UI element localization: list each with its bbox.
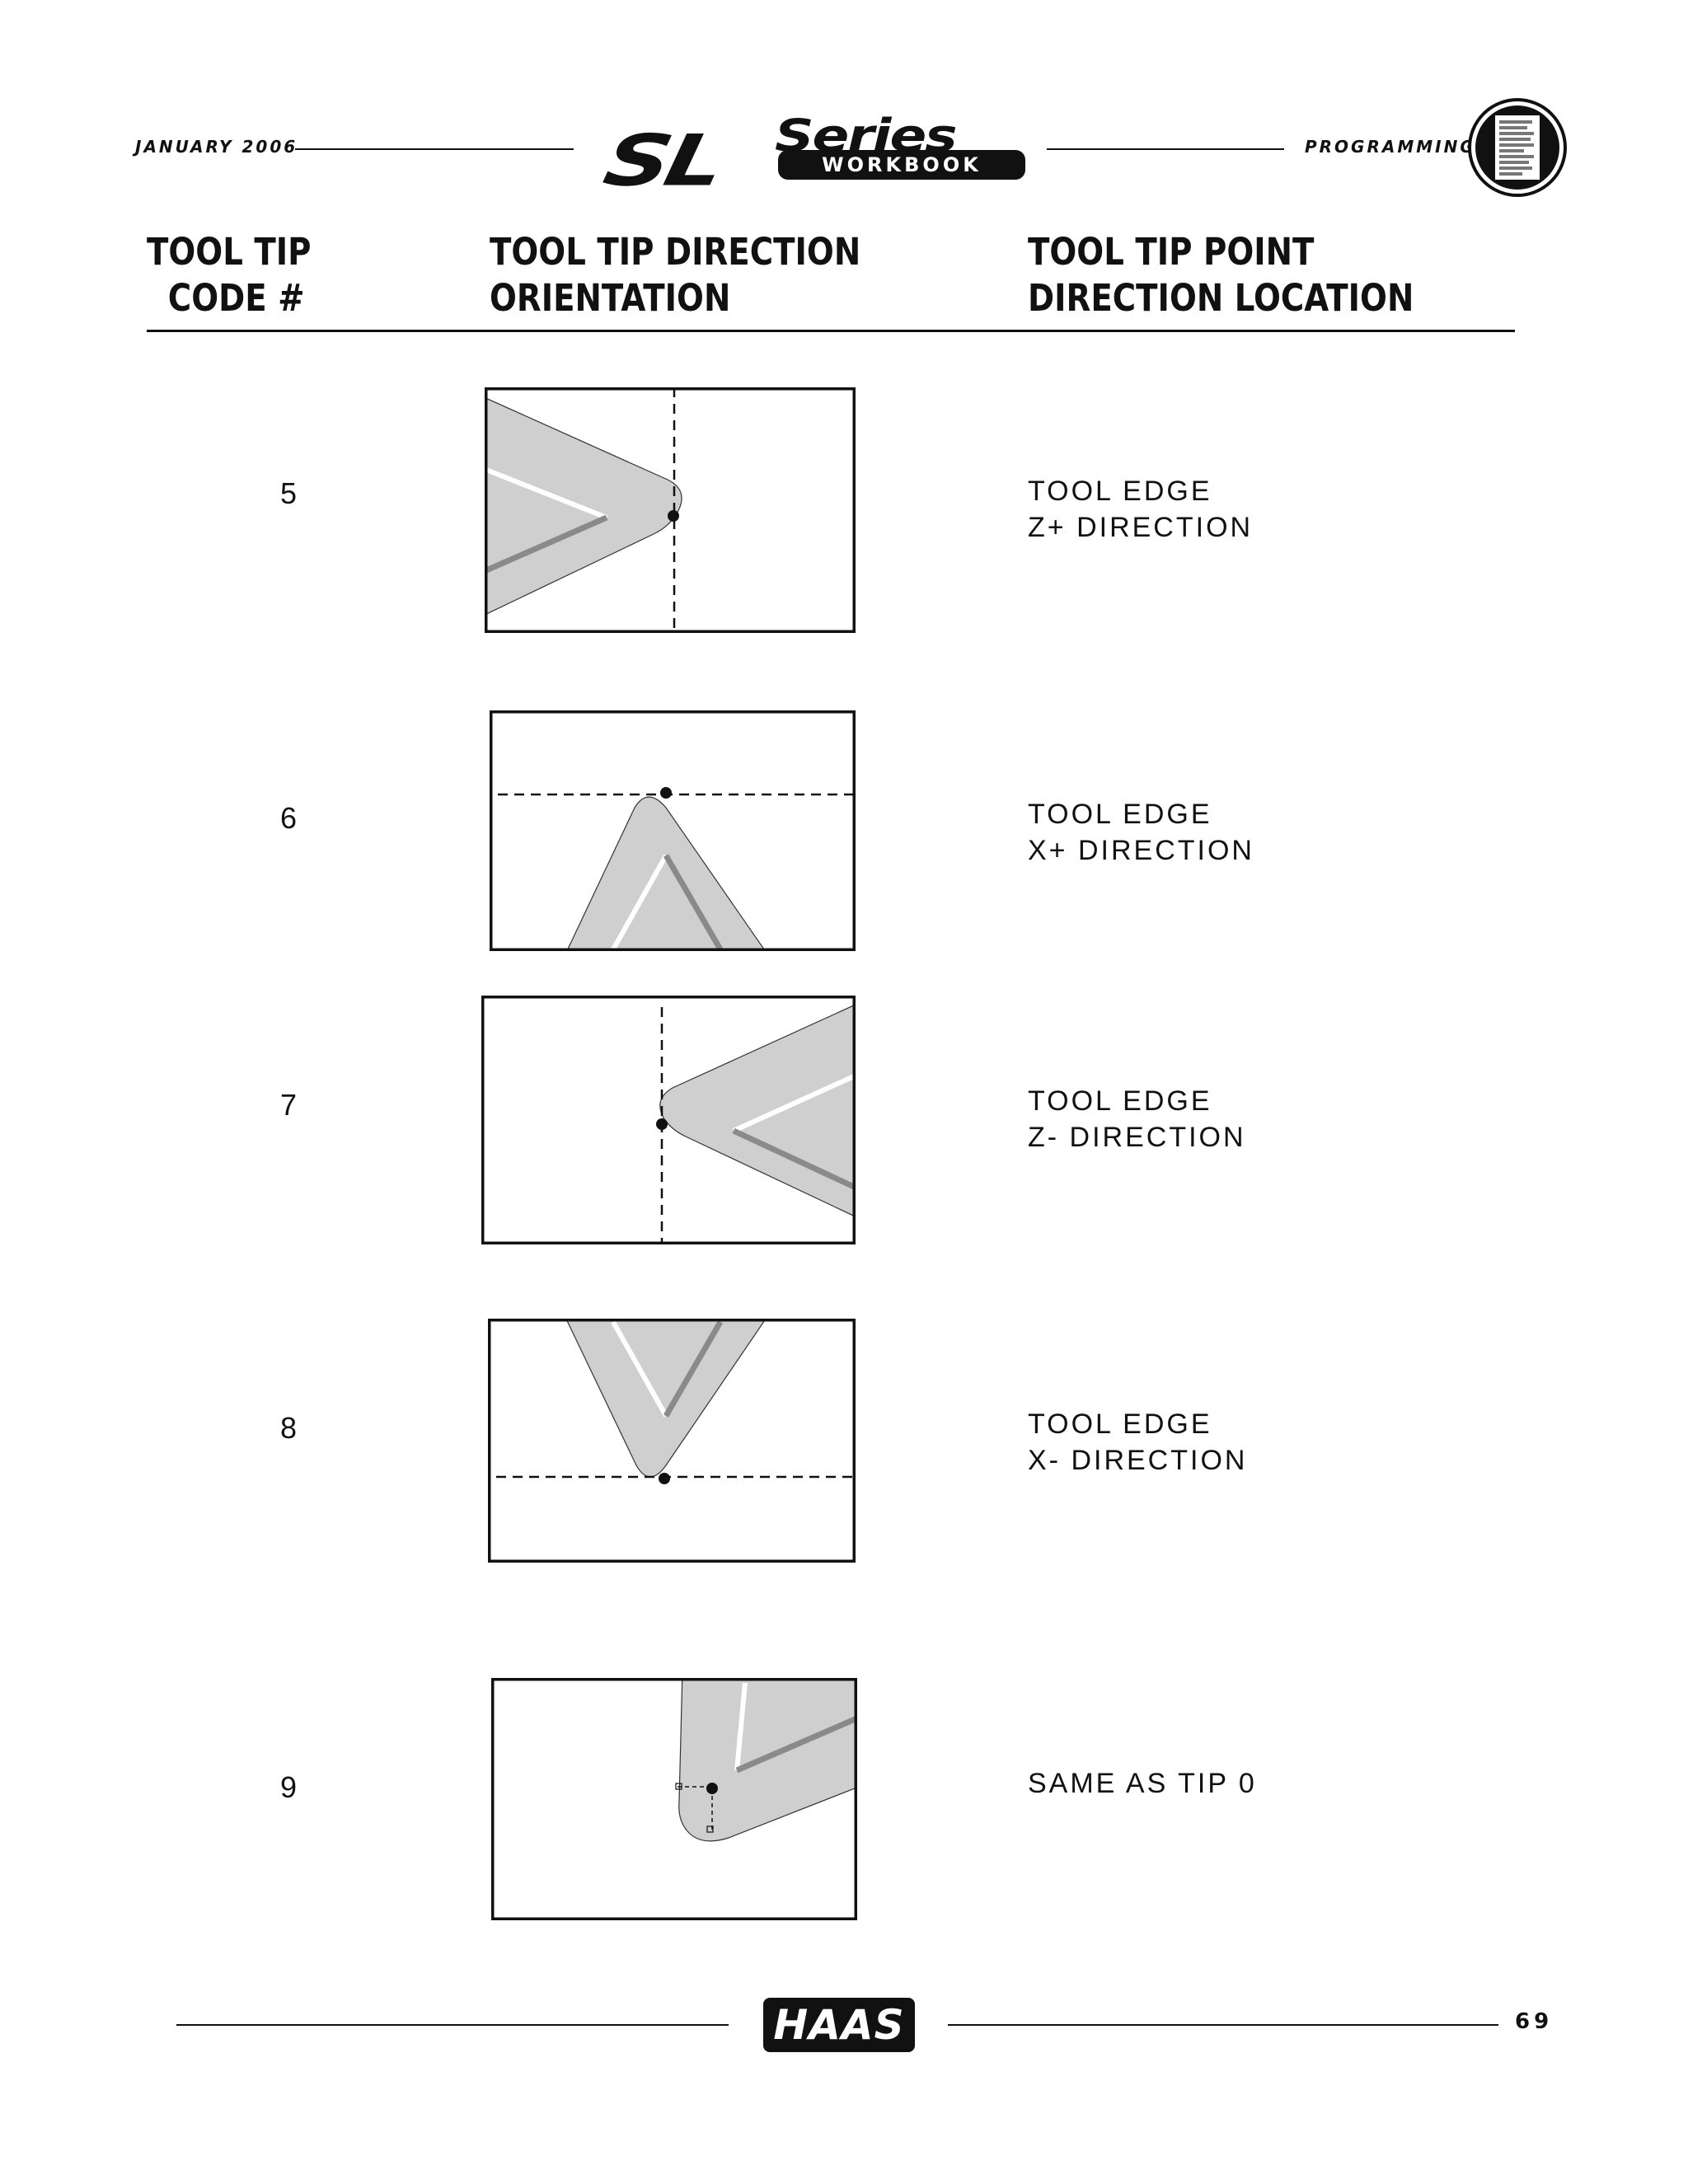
row-9-description: SAME AS TIP 0 xyxy=(1028,1765,1257,1802)
row-5-tool-tip-diagram xyxy=(485,387,856,633)
row-8-desc-line2: X- DIRECTION xyxy=(1028,1445,1248,1476)
row-8-tool-tip-diagram xyxy=(488,1319,856,1563)
page-number: 69 xyxy=(1515,2009,1554,2034)
header-date: JANUARY 2006 xyxy=(135,137,298,157)
row-7-code: 7 xyxy=(280,1088,298,1122)
row-9-tool-tip-diagram xyxy=(491,1678,857,1920)
row-9-desc-line1: SAME AS TIP 0 xyxy=(1028,1768,1257,1799)
row-8-description: TOOL EDGE X- DIRECTION xyxy=(1028,1406,1247,1479)
row-6-code: 6 xyxy=(280,801,298,835)
col-header-orientation: TOOL TIP DIRECTION ORIENTATION xyxy=(490,229,860,321)
row-8-code: 8 xyxy=(280,1411,298,1445)
column-header-underline xyxy=(147,330,1515,332)
row-5-desc-line2: Z+ DIRECTION xyxy=(1028,512,1254,543)
header-section: PROGRAMMING xyxy=(1305,137,1476,157)
row-7-desc-line1: TOOL EDGE xyxy=(1028,1085,1212,1117)
col-header-location-line2: DIRECTION LOCATION xyxy=(1028,276,1414,320)
col-header-code-line2: CODE # xyxy=(167,276,305,320)
col-header-orientation-line1: TOOL TIP DIRECTION xyxy=(490,230,861,274)
logo-workbook-badge: WORKBOOK xyxy=(778,150,1025,180)
row-6-description: TOOL EDGE X+ DIRECTION xyxy=(1028,796,1254,869)
row-5-code: 5 xyxy=(280,476,298,510)
document-icon xyxy=(1467,97,1568,198)
row-9-code: 9 xyxy=(280,1770,298,1804)
haas-logo: HAAS xyxy=(763,1998,915,2052)
row-6-desc-line1: TOOL EDGE xyxy=(1028,799,1212,830)
header-rule-left xyxy=(295,148,574,150)
col-header-orientation-line2: ORIENTATION xyxy=(490,276,731,320)
row-5-description: TOOL EDGE Z+ DIRECTION xyxy=(1028,473,1253,546)
row-8-desc-line1: TOOL EDGE xyxy=(1028,1408,1212,1440)
row-6-tool-tip-diagram xyxy=(490,710,856,951)
col-header-code: TOOL TIP CODE # xyxy=(147,229,311,321)
row-6-desc-line2: X+ DIRECTION xyxy=(1028,835,1254,866)
footer-rule-left xyxy=(176,2024,729,2026)
row-7-tool-tip-diagram xyxy=(481,996,856,1244)
logo-sl-text: SL xyxy=(597,120,729,203)
col-header-location-line1: TOOL TIP POINT xyxy=(1028,230,1315,274)
footer-rule-right xyxy=(948,2024,1498,2026)
col-header-location: TOOL TIP POINT DIRECTION LOCATION xyxy=(1028,229,1414,321)
sl-series-logo: SL Series WORKBOOK xyxy=(587,99,1032,202)
row-7-description: TOOL EDGE Z- DIRECTION xyxy=(1028,1083,1246,1155)
row-7-desc-line2: Z- DIRECTION xyxy=(1028,1122,1246,1153)
col-header-code-line1: TOOL TIP xyxy=(147,230,312,274)
row-5-desc-line1: TOOL EDGE xyxy=(1028,476,1212,507)
header-rule-right xyxy=(1047,148,1284,150)
